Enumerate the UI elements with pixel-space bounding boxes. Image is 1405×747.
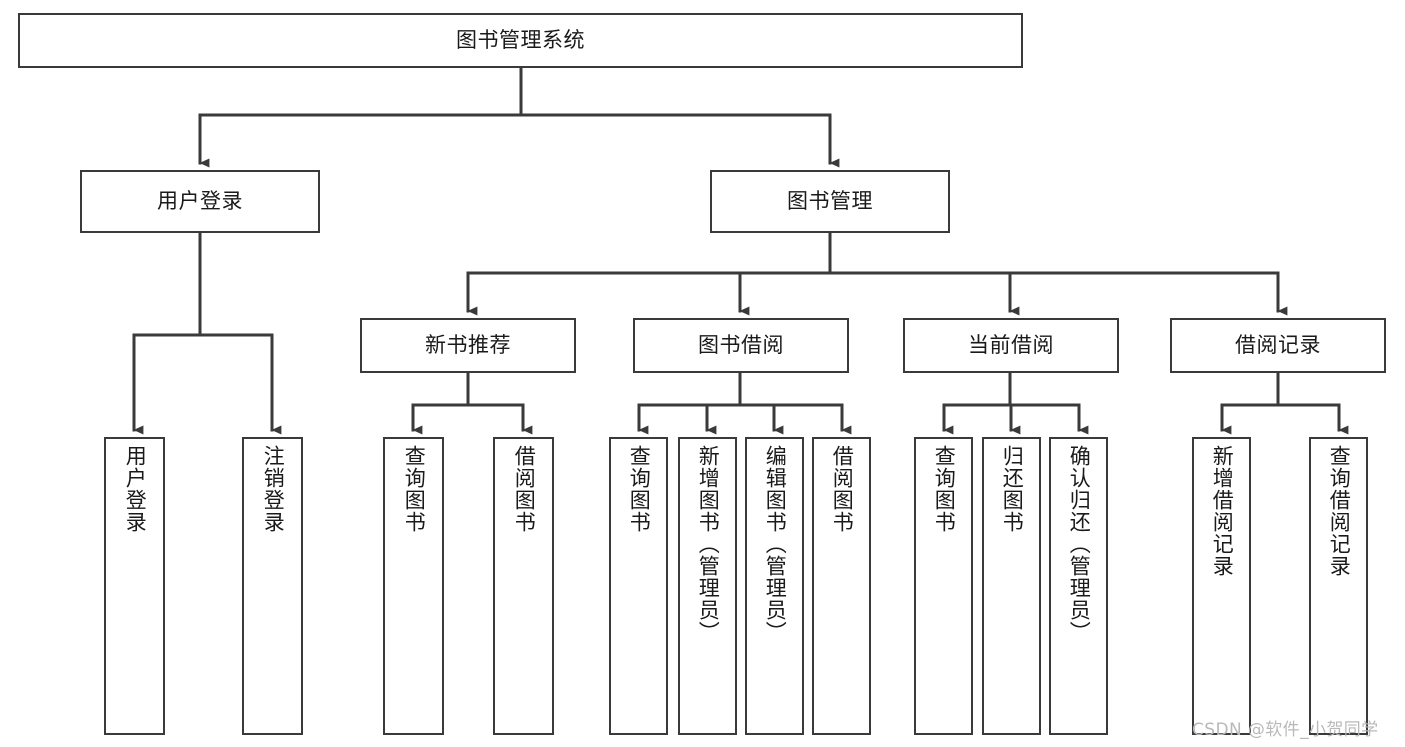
leaf-borrow-book-new-recommend: 借阅图书 [493, 437, 554, 735]
node-user-login: 用户登录 [80, 170, 320, 233]
node-label: 注销登录 [261, 445, 286, 533]
leaf-query-book-borrow: 查询图书 [609, 437, 668, 735]
node-label: 用户登录 [157, 189, 243, 214]
node-current-borrow: 当前借阅 [903, 318, 1119, 373]
leaf-add-book: 新增图书（管理员） [678, 437, 737, 735]
node-label: 图书管理 [787, 189, 873, 214]
node-label: 新书推荐 [425, 333, 511, 358]
node-new-book-recommend: 新书推荐 [360, 318, 576, 373]
node-book-management: 图书管理 [710, 170, 950, 233]
leaf-borrow-book-borrow: 借阅图书 [812, 437, 871, 735]
node-label: 归还图书 [1000, 445, 1025, 533]
node-label: 查询图书 [627, 445, 652, 533]
node-label: 查询图书 [402, 445, 427, 533]
leaf-user-login: 用户登录 [104, 437, 165, 735]
node-borrow-record: 借阅记录 [1170, 318, 1386, 373]
node-label: 图书管理系统 [456, 28, 585, 53]
node-label: 借阅图书 [512, 445, 537, 533]
leaf-query-borrow-record: 查询借阅记录 [1309, 437, 1368, 735]
leaf-add-borrow-record: 新增借阅记录 [1192, 437, 1251, 735]
node-label: 新增图书（管理员） [696, 445, 721, 643]
leaf-query-book-current: 查询图书 [914, 437, 973, 735]
leaf-return-book: 归还图书 [982, 437, 1041, 735]
node-label: 借阅图书 [830, 445, 855, 533]
node-label: 新增借阅记录 [1210, 445, 1235, 577]
leaf-query-book-new-recommend: 查询图书 [383, 437, 444, 735]
node-label: 借阅记录 [1235, 333, 1321, 358]
node-book-borrow: 图书借阅 [633, 318, 849, 373]
leaf-logout-login: 注销登录 [242, 437, 303, 735]
node-label: 图书借阅 [698, 333, 784, 358]
node-label: 查询图书 [932, 445, 957, 533]
node-label: 用户登录 [123, 445, 148, 533]
node-label: 编辑图书（管理员） [763, 445, 788, 643]
node-label: 当前借阅 [968, 333, 1054, 358]
leaf-edit-book: 编辑图书（管理员） [745, 437, 804, 735]
node-root-system: 图书管理系统 [18, 13, 1023, 68]
node-label: 确认归还（管理员） [1067, 445, 1092, 643]
node-label: 查询借阅记录 [1327, 445, 1352, 577]
leaf-confirm-return: 确认归还（管理员） [1049, 437, 1108, 735]
